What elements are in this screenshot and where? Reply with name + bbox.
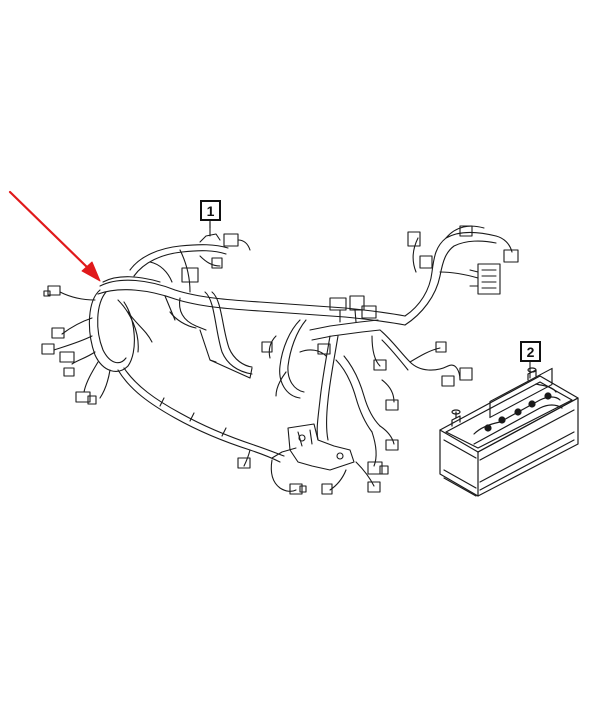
red-arrow-icon xyxy=(8,190,101,282)
battery-icon xyxy=(439,367,579,497)
wiring-harness-icon xyxy=(41,221,519,495)
callout-2: 2 xyxy=(520,341,541,362)
callout-1: 1 xyxy=(200,200,221,221)
